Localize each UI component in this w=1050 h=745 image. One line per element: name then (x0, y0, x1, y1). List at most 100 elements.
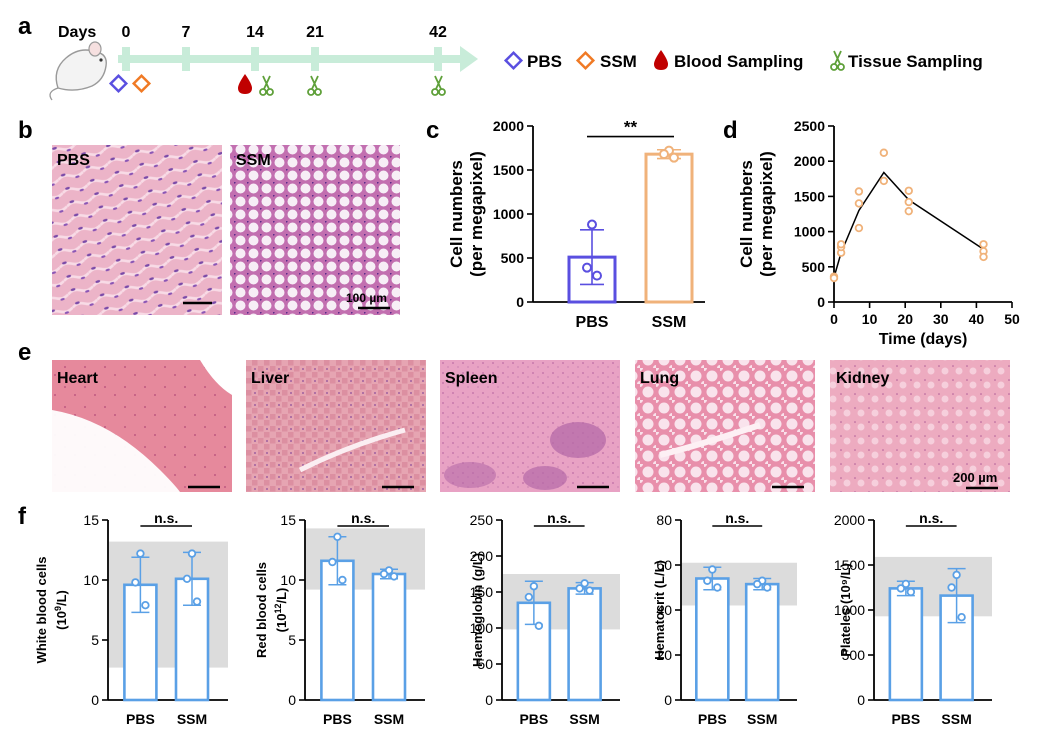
y-tick-label: 1000 (834, 602, 865, 618)
organ-label-liver: Liver (251, 370, 289, 387)
y-tick-label: 500 (501, 250, 525, 266)
y-tick-label: 0 (857, 692, 865, 708)
y-tick-label: 100 (470, 620, 494, 636)
data-point (141, 601, 150, 610)
y-axis-label: White blood cells (34, 557, 49, 664)
day-tick (251, 47, 259, 71)
histology-image-pbs (52, 145, 222, 315)
significance-label: n.s. (154, 510, 178, 526)
y-tick-label: 10 (280, 572, 296, 588)
y-tick-label: 50 (477, 656, 493, 672)
data-point (904, 206, 913, 216)
x-tick-label: PBS (323, 711, 352, 727)
x-tick-label: PBS (698, 711, 727, 727)
scale-bar-label: 100 µm (346, 291, 387, 305)
y-axis-label: Haemoglobin (g/L) (470, 553, 485, 667)
organ-image-liver (246, 360, 426, 492)
day-tick-label: 14 (246, 24, 264, 41)
legend-ssm-icon (575, 50, 596, 71)
y-tick-label: 500 (842, 647, 866, 663)
ssm-marker-icon (131, 73, 152, 94)
bar (695, 577, 730, 702)
y-axis-label-unit: (109/L) (53, 590, 69, 630)
y-tick-label: 250 (470, 512, 494, 528)
data-point (379, 569, 389, 579)
y-tick-label: 60 (656, 557, 672, 573)
panel-letter-b: b (18, 117, 33, 144)
panel-letter-e: e (18, 339, 31, 366)
data-point (896, 584, 906, 593)
panel-letter-c: c (426, 117, 439, 144)
x-tick-label: 40 (969, 311, 985, 327)
data-point (708, 565, 717, 574)
day-tick-label: 21 (306, 24, 324, 41)
data-point (836, 240, 846, 249)
x-tick-label: 20 (897, 311, 913, 327)
data-point (585, 586, 594, 595)
significance-label: n.s. (919, 510, 943, 526)
data-point (901, 579, 911, 589)
data-point (829, 273, 839, 283)
data-point (952, 570, 961, 580)
day-tick-label: 0 (122, 24, 131, 41)
data-point (328, 557, 337, 567)
y-tick-label: 5 (288, 632, 296, 648)
data-point (713, 583, 722, 592)
panel-letter-d: d (723, 117, 738, 144)
y-tick-label: 2000 (794, 153, 825, 169)
data-point (524, 592, 534, 602)
data-point (854, 199, 864, 208)
y-tick-label: 0 (91, 692, 99, 708)
x-axis-label: Time (days) (879, 331, 968, 348)
x-tick-label: 0 (830, 311, 838, 327)
timeline-arrow (460, 46, 478, 72)
data-point (534, 621, 544, 631)
x-tick-label: SSM (569, 711, 599, 727)
data-point (333, 532, 342, 541)
data-point (582, 262, 592, 273)
data-point (957, 613, 966, 622)
y-tick-label: 0 (288, 692, 296, 708)
y-axis-label: Cell numbers (737, 160, 756, 268)
significance-label: n.s. (351, 510, 375, 526)
histology-image-ssm (230, 145, 400, 315)
data-point (529, 582, 539, 591)
data-point (580, 579, 589, 588)
data-point (136, 549, 145, 558)
y-tick-label: 0 (516, 294, 524, 310)
x-tick-label: SSM (652, 314, 687, 331)
data-point (587, 219, 597, 230)
data-point (389, 572, 399, 581)
x-tick-label: PBS (126, 711, 155, 727)
x-tick-label: PBS (519, 711, 548, 727)
days-label: Days (58, 24, 96, 41)
day-tick-label: 42 (429, 24, 447, 41)
x-tick-label: SSM (941, 711, 971, 727)
y-axis-label: Red blood cells (254, 562, 269, 658)
data-point (947, 583, 956, 592)
data-point (854, 187, 864, 196)
x-tick-label: PBS (576, 314, 609, 331)
bar (888, 587, 924, 702)
x-tick-label: SSM (747, 711, 777, 727)
data-point (979, 240, 988, 249)
legend-scissors-icon (830, 50, 845, 71)
y-tick-label: 150 (470, 584, 494, 600)
data-point (753, 579, 762, 589)
y-tick-label: 5 (91, 632, 99, 648)
data-point (904, 186, 913, 195)
day-tick (182, 47, 190, 71)
legend-pbs-label: PBS (527, 52, 562, 71)
data-point (575, 584, 584, 593)
x-tick-label: 10 (862, 311, 878, 327)
histology-label-pbs: PBS (57, 152, 90, 169)
